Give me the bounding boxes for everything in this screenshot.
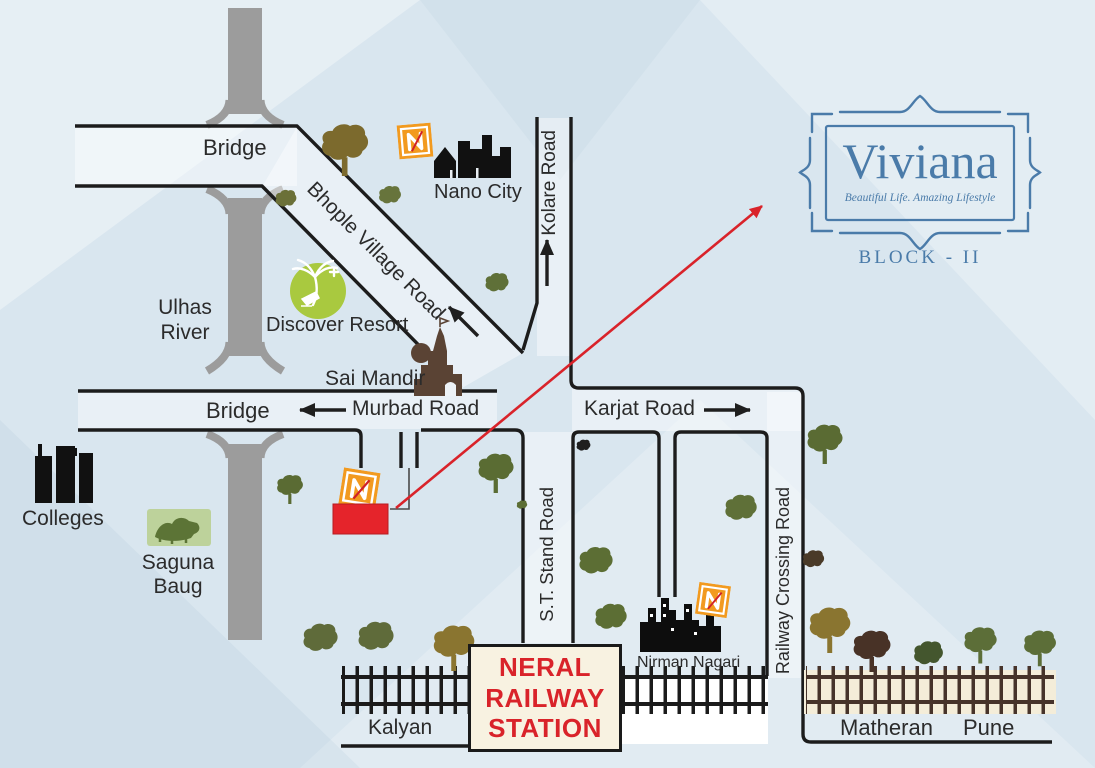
saguna-baug-icon bbox=[147, 509, 211, 546]
sai-mandir-icon bbox=[411, 316, 462, 396]
site-pointer-arrow bbox=[395, 204, 763, 510]
kalyan-label: Kalyan bbox=[368, 716, 433, 739]
river bbox=[204, 8, 286, 640]
tree-icon bbox=[358, 621, 394, 650]
railway-crossing-road-label: Railway Crossing Road bbox=[773, 487, 793, 675]
colleges-label: Colleges bbox=[22, 507, 104, 530]
tree-icon bbox=[379, 185, 401, 204]
ulhas-river-label: Ulhas River bbox=[150, 295, 220, 345]
neral-railway-station: NERAL RAILWAY STATION bbox=[468, 644, 622, 752]
n-logo-icon bbox=[694, 581, 732, 619]
saguna-baug-line2: Baug bbox=[153, 575, 203, 598]
tree-icon bbox=[1024, 630, 1056, 667]
railway-track-west bbox=[341, 666, 768, 748]
saguna-baug-line1: Saguna bbox=[141, 551, 215, 574]
bridge-south-label: Bridge bbox=[206, 398, 270, 423]
railway-track-east bbox=[804, 666, 1056, 714]
viviana-tagline: Beautiful Life. Amazing Lifestyle bbox=[844, 192, 996, 204]
bhople-road-arrow-icon bbox=[447, 305, 480, 338]
tree-icon bbox=[303, 623, 338, 651]
ulhas-river-line2: River bbox=[160, 321, 210, 344]
pune-label: Pune bbox=[963, 715, 1015, 740]
viviana-block-label: BLOCK - II bbox=[858, 247, 982, 268]
tree-icon bbox=[478, 453, 514, 493]
tree-icon bbox=[576, 439, 591, 451]
n-logo-icon bbox=[396, 122, 434, 160]
station-line3: STATION bbox=[488, 713, 602, 744]
st-stand-road-label: S.T. Stand Road bbox=[536, 487, 557, 622]
bridge-north-label: Bridge bbox=[203, 135, 267, 160]
sai-mandir-label: Sai Mandir bbox=[325, 367, 426, 390]
murbad-road-label: Murbad Road bbox=[352, 397, 480, 420]
site-marker-group bbox=[332, 204, 763, 535]
nano-city-icon bbox=[434, 135, 511, 178]
viviana-logo-frame bbox=[798, 94, 1042, 251]
saguna-baug-label: Saguna Baug bbox=[135, 551, 221, 599]
n-logo-icon bbox=[338, 467, 381, 510]
discover-resort-label: Discover Resort bbox=[266, 314, 409, 336]
viviana-logo-text: Viviana bbox=[842, 133, 998, 189]
site-marker bbox=[332, 503, 389, 535]
station-line1: NERAL bbox=[498, 651, 592, 682]
kolare-road-label: Kolare Road bbox=[539, 130, 560, 236]
direction-arrows bbox=[299, 239, 751, 417]
colleges-icon bbox=[35, 444, 93, 503]
nano-city-label: Nano City bbox=[434, 181, 522, 203]
tree-icon bbox=[807, 424, 843, 464]
nirman-nagari-label: Nirman Nagari bbox=[637, 654, 741, 671]
tree-icon bbox=[277, 475, 303, 504]
karjat-road-label: Karjat Road bbox=[584, 397, 695, 420]
ulhas-river-line1: Ulhas bbox=[158, 296, 212, 319]
road-surfaces bbox=[75, 118, 803, 678]
station-line2: RAILWAY bbox=[485, 682, 605, 713]
tree-icon bbox=[485, 272, 509, 292]
matheran-label: Matheran bbox=[840, 715, 933, 740]
discover-resort-icon bbox=[290, 258, 346, 319]
